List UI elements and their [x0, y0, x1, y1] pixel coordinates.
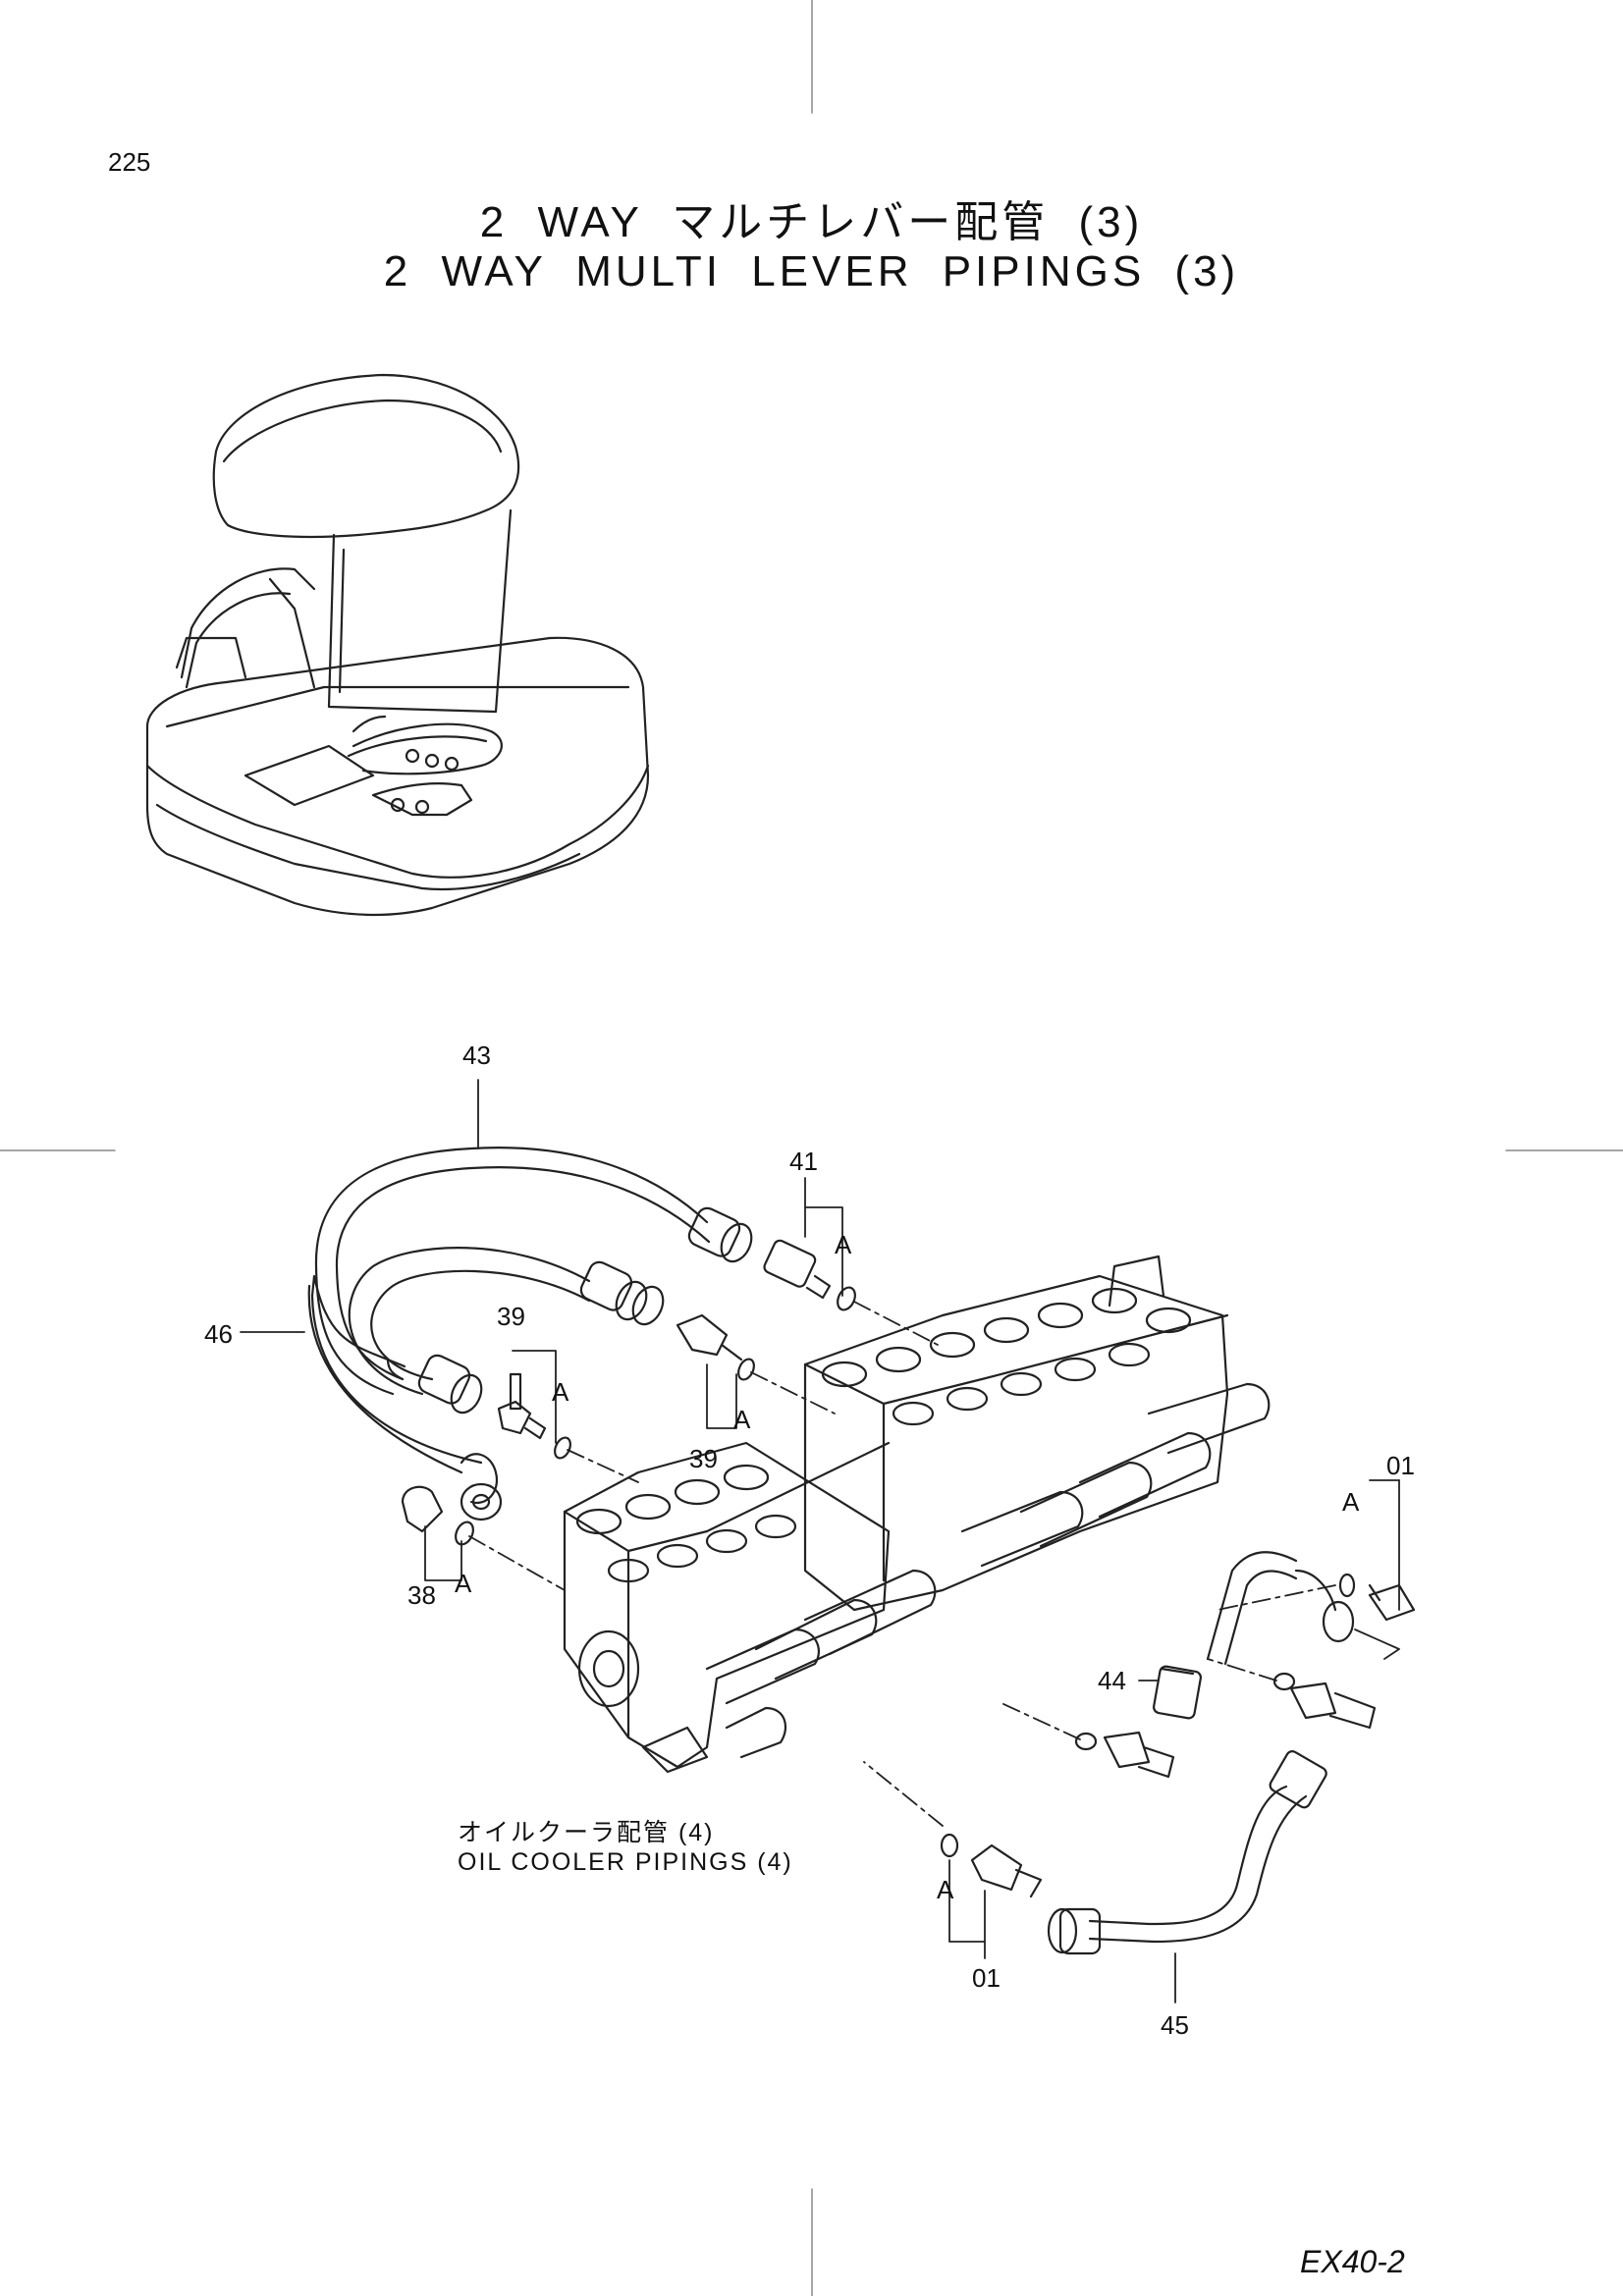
overview-machine-illustration: [145, 373, 650, 917]
fitting-39-lower: [676, 1313, 755, 1381]
fitting-01-right: [1338, 1573, 1416, 1622]
callout-43: 43: [462, 1041, 491, 1070]
callout-39-lower: 39: [689, 1444, 718, 1473]
callout-leaders: [240, 1079, 1400, 2003]
reference-note-japanese: オイルクーラ配管 (4): [458, 1819, 715, 1846]
callout-38: 38: [407, 1580, 436, 1610]
hose-46: [307, 1274, 503, 1522]
fitting-01-lower: [1074, 1731, 1175, 1779]
callout-a-38: A: [455, 1569, 472, 1598]
callout-39-upper: 39: [497, 1302, 525, 1331]
callout-a-01-right: A: [1342, 1487, 1360, 1517]
title-japanese: 2 WAY マルチレバー配管 (3): [479, 198, 1144, 246]
callout-45: 45: [1161, 2010, 1189, 2040]
callout-01-right: 01: [1386, 1451, 1415, 1480]
callout-01-bottom: 01: [972, 1963, 1001, 1993]
hose-43: [314, 1147, 753, 1396]
hose-45: [1047, 1750, 1327, 1955]
callout-41: 41: [789, 1147, 818, 1176]
hose-44: [1153, 1551, 1355, 1720]
hose-upper-branch: [348, 1247, 665, 1396]
callout-a-39-lower: A: [733, 1405, 751, 1434]
callout-a-39-upper: A: [552, 1377, 569, 1407]
center-lines: [468, 1301, 1336, 1827]
callout-44: 44: [1098, 1666, 1126, 1695]
model-code: EX40-2: [1300, 2244, 1405, 2279]
fitting-tee-right: [1272, 1672, 1377, 1730]
control-valve-assembly: [563, 1255, 1271, 1774]
callout-46: 46: [204, 1319, 233, 1349]
page-number: 225: [108, 147, 151, 177]
fitting-01-bottom: [940, 1833, 1043, 1898]
callout-a-01-bottom: A: [937, 1875, 954, 1904]
callout-a-41: A: [835, 1230, 852, 1259]
title-english: 2 WAY MULTI LEVER PIPINGS (3): [383, 247, 1240, 295]
reference-note-english: OIL COOLER PIPINGS (4): [458, 1848, 793, 1876]
fitting-38: [401, 1485, 474, 1546]
